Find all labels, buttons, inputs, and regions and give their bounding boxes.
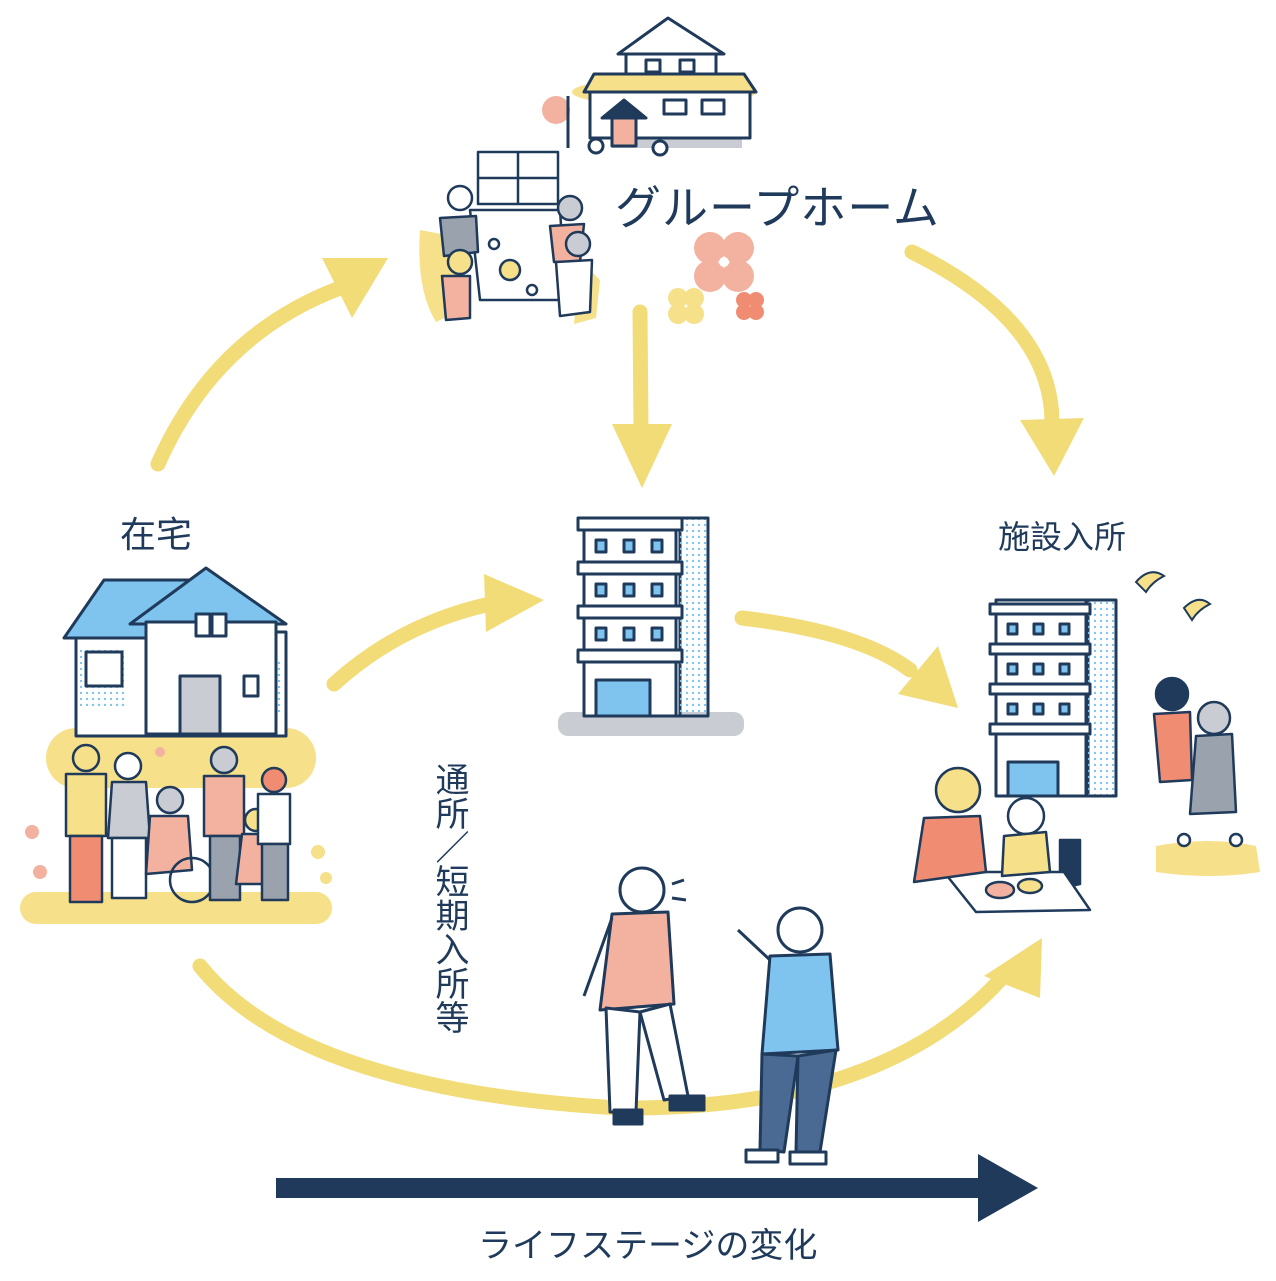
small-flower-icon [25, 747, 332, 884]
life-stage-timeline-arrow [276, 1154, 1038, 1222]
facility-meal-scene-illustration [912, 766, 1092, 914]
arrow-apartment-to-facility [734, 610, 958, 708]
label-group-home: グループホーム [615, 181, 940, 235]
wheelchair-scene-illustration [1152, 676, 1260, 876]
label-day-service: 通所／短期入所等 [429, 762, 469, 1034]
family-illustration [64, 743, 292, 904]
label-life-stage: ライフステージの変化 [478, 1226, 818, 1266]
label-facility: 施設入所 [998, 518, 1127, 556]
label-home: 在宅 [120, 515, 193, 556]
arrow-home-to-apartment [326, 574, 544, 692]
apartment-building-illustration [558, 516, 744, 736]
elderly-men-illustration [582, 866, 840, 1166]
group-home-house-illustration [542, 16, 758, 157]
home-house-illustration [20, 566, 332, 924]
facility-building-illustration [988, 598, 1118, 798]
group-home-dining-illustration [419, 150, 600, 324]
arrow-grouphome-to-apartment [612, 304, 672, 488]
bird-icon [1134, 571, 1212, 622]
arrow-home-to-grouphome [150, 258, 388, 472]
flower-decoration-icon [668, 232, 764, 324]
arrow-grouphome-to-facility [904, 244, 1084, 476]
